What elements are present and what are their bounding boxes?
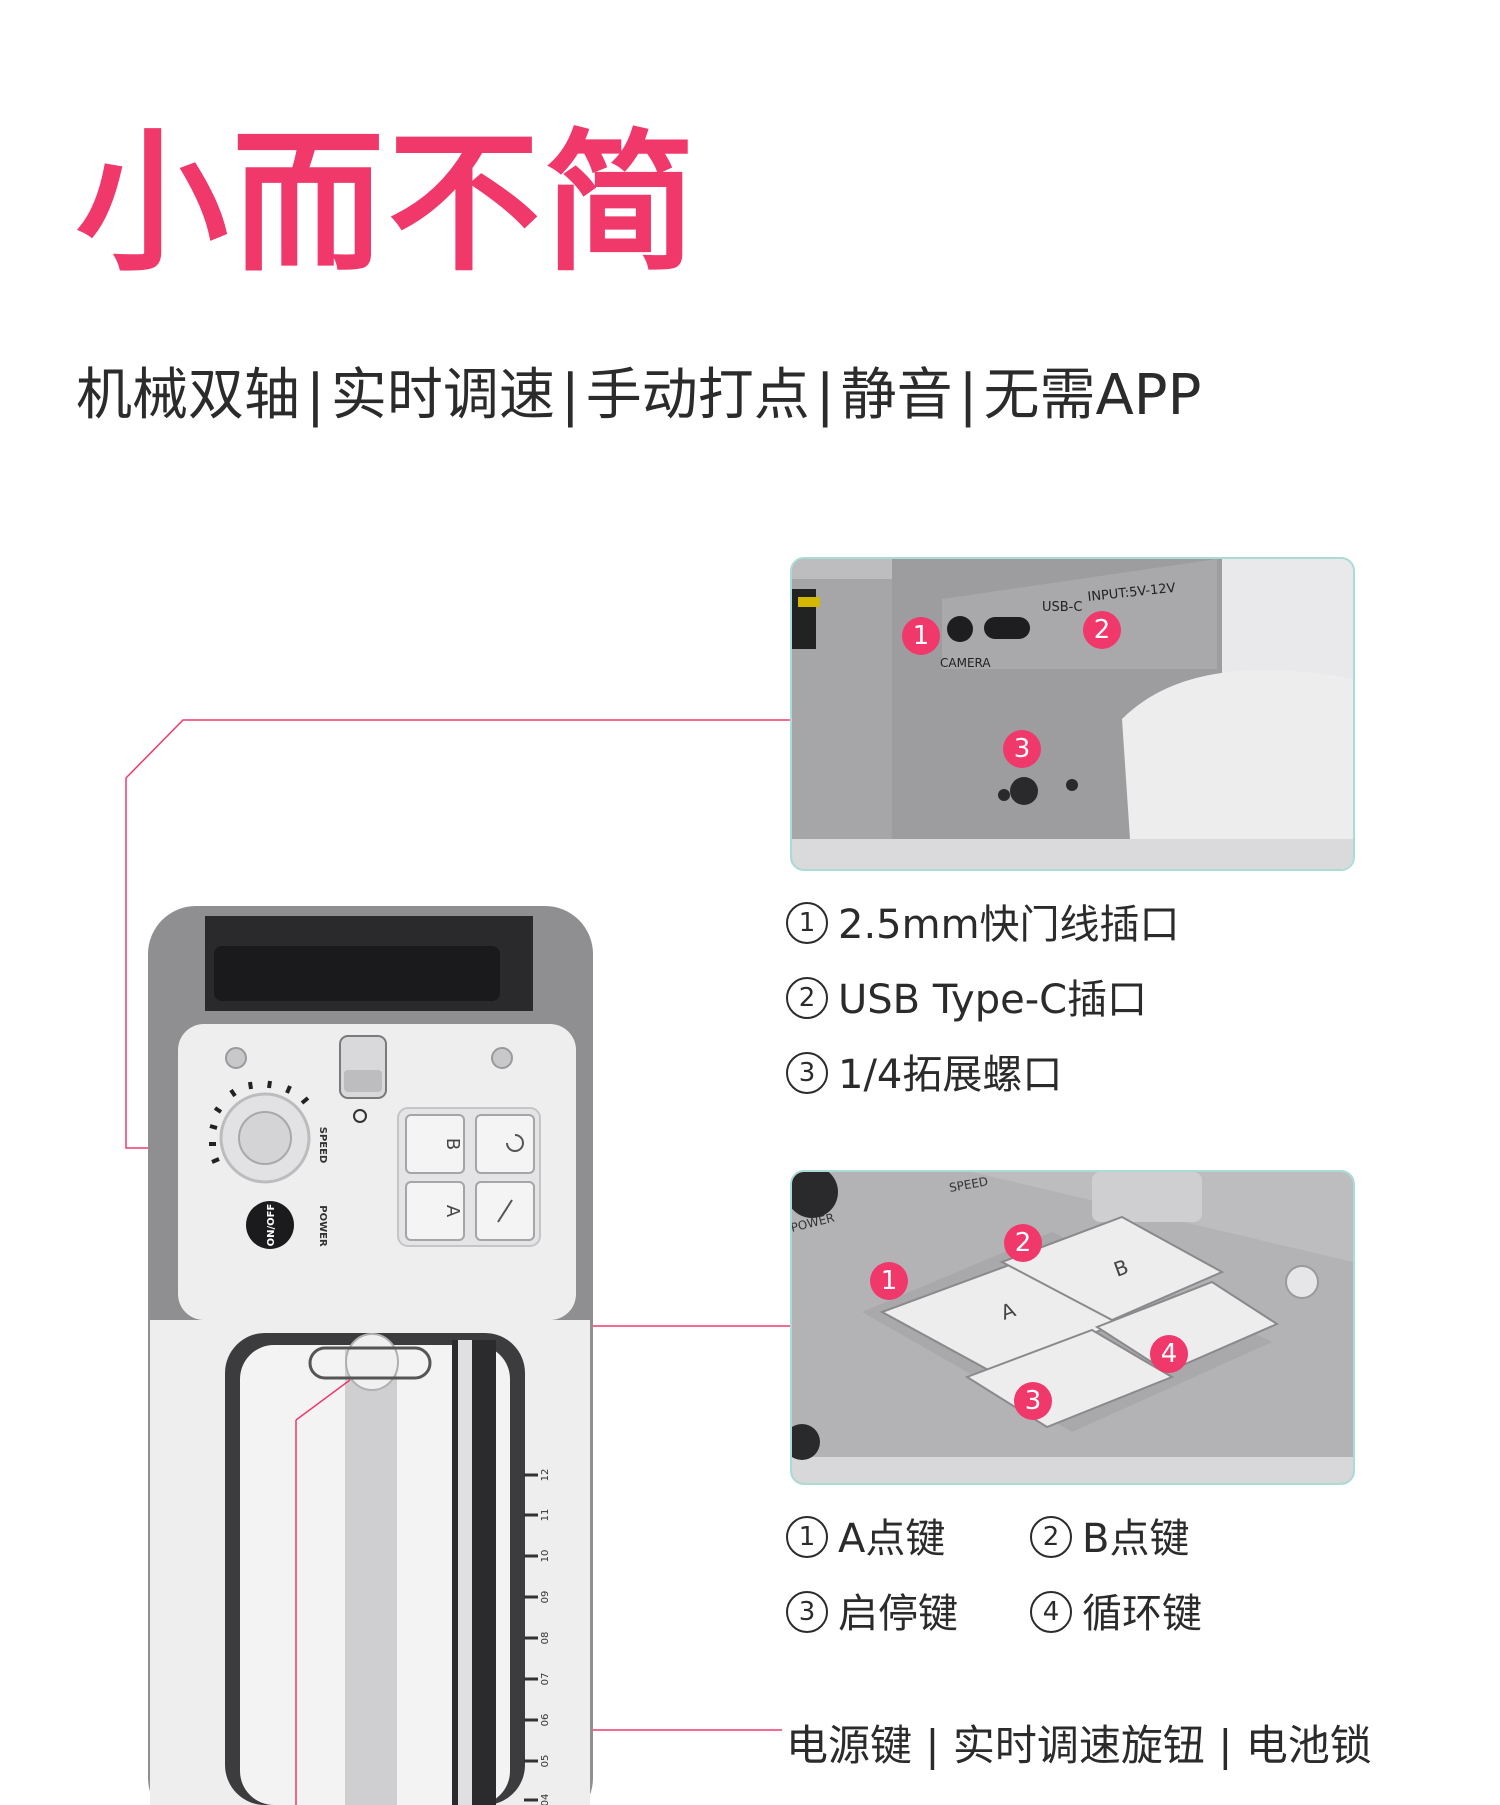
badge-port-2: 2 — [1083, 611, 1121, 649]
badge-key-2: 2 — [1004, 1224, 1042, 1262]
subtitle-item: 静音 — [840, 363, 953, 428]
key-feature-text: B点键 — [1082, 1516, 1190, 1562]
slider-knob — [345, 1333, 399, 1391]
port-feature-num: 2 — [786, 977, 828, 1019]
subtitle-separator: | — [560, 363, 580, 428]
scale-label: 10 — [540, 1550, 551, 1563]
rail-track — [345, 1350, 397, 1805]
port-feature-num: 3 — [786, 1052, 828, 1094]
speed-label: SPEED — [317, 1127, 328, 1164]
key-b — [405, 1114, 465, 1174]
badge-port-1: 1 — [902, 617, 940, 655]
key-b-label: B — [442, 1138, 463, 1150]
scale-label: 04 — [540, 1794, 551, 1805]
badge-key-1: 1 — [870, 1262, 908, 1300]
key-feature-text: 启停键 — [838, 1591, 958, 1637]
badge-port-3: 3 — [1003, 730, 1041, 768]
speed-ticks — [209, 1080, 310, 1164]
feature-subtitle: 机械双轴|实时调速|手动打点|静音|无需APP — [76, 368, 1201, 424]
camera-port-label: CAMERA — [940, 656, 991, 670]
key-feature-num: 1 — [786, 1516, 828, 1558]
subtitle-item: 手动打点 — [585, 363, 810, 428]
rail-scale-labels: 12 11 10 09 08 07 06 05 04 — [540, 1469, 551, 1805]
callout-line-ports — [125, 719, 790, 1149]
subtitle-separator: | — [815, 363, 835, 428]
keys-closeup-photo: POWER SPEED A B 1 2 3 4 — [790, 1170, 1355, 1485]
key-feature-num: 2 — [1030, 1516, 1072, 1558]
port-feature-text: 2.5mm快门线插口 — [838, 902, 1180, 948]
badge-key-4: 4 — [1150, 1335, 1188, 1373]
scale-label: 08 — [540, 1632, 551, 1645]
ports-closeup-photo: CAMERA USB-C INPUT:5V-12V 1 2 3 — [790, 557, 1355, 871]
key-loop — [475, 1114, 535, 1174]
controls-caption: 电源键 | 实时调速旋钮 | 电池锁 — [786, 1721, 1372, 1770]
badge-key-3: 3 — [1014, 1382, 1052, 1420]
onoff-label: ON/OFF — [266, 1204, 277, 1247]
page-title: 小而不简 — [76, 115, 700, 292]
power-label: POWER — [317, 1205, 328, 1247]
port-feature-text: 1/4拓展螺口 — [838, 1052, 1063, 1098]
port-feature-num: 1 — [786, 902, 828, 944]
key-a-label: A — [442, 1205, 463, 1218]
usbc-port-label: USB-C — [1042, 600, 1082, 615]
subtitle-item: 无需APP — [983, 363, 1202, 428]
onoff-button — [246, 1201, 294, 1249]
key-feature-text: A点键 — [838, 1516, 946, 1562]
subtitle-separator: | — [958, 363, 978, 428]
subtitle-separator: | — [306, 363, 325, 428]
port-feature-text: USB Type-C插口 — [838, 977, 1148, 1023]
key-feature-num: 3 — [786, 1591, 828, 1633]
key-feature-text: 循环键 — [1082, 1591, 1202, 1637]
scale-label: 06 — [540, 1714, 551, 1727]
scale-label: 11 — [540, 1509, 551, 1522]
scale-label: 09 — [540, 1591, 551, 1604]
keys-photo-speed-label: SPEED — [948, 1174, 989, 1195]
scale-label: 12 — [540, 1469, 551, 1482]
key-a — [405, 1181, 465, 1241]
subtitle-item: 机械双轴 — [76, 363, 300, 428]
subtitle-item: 实时调速 — [330, 363, 555, 428]
scale-label: 05 — [540, 1755, 551, 1768]
key-feature-num: 4 — [1030, 1591, 1072, 1633]
scale-label: 07 — [540, 1673, 551, 1686]
rail-scale-ticks — [524, 1473, 538, 1802]
